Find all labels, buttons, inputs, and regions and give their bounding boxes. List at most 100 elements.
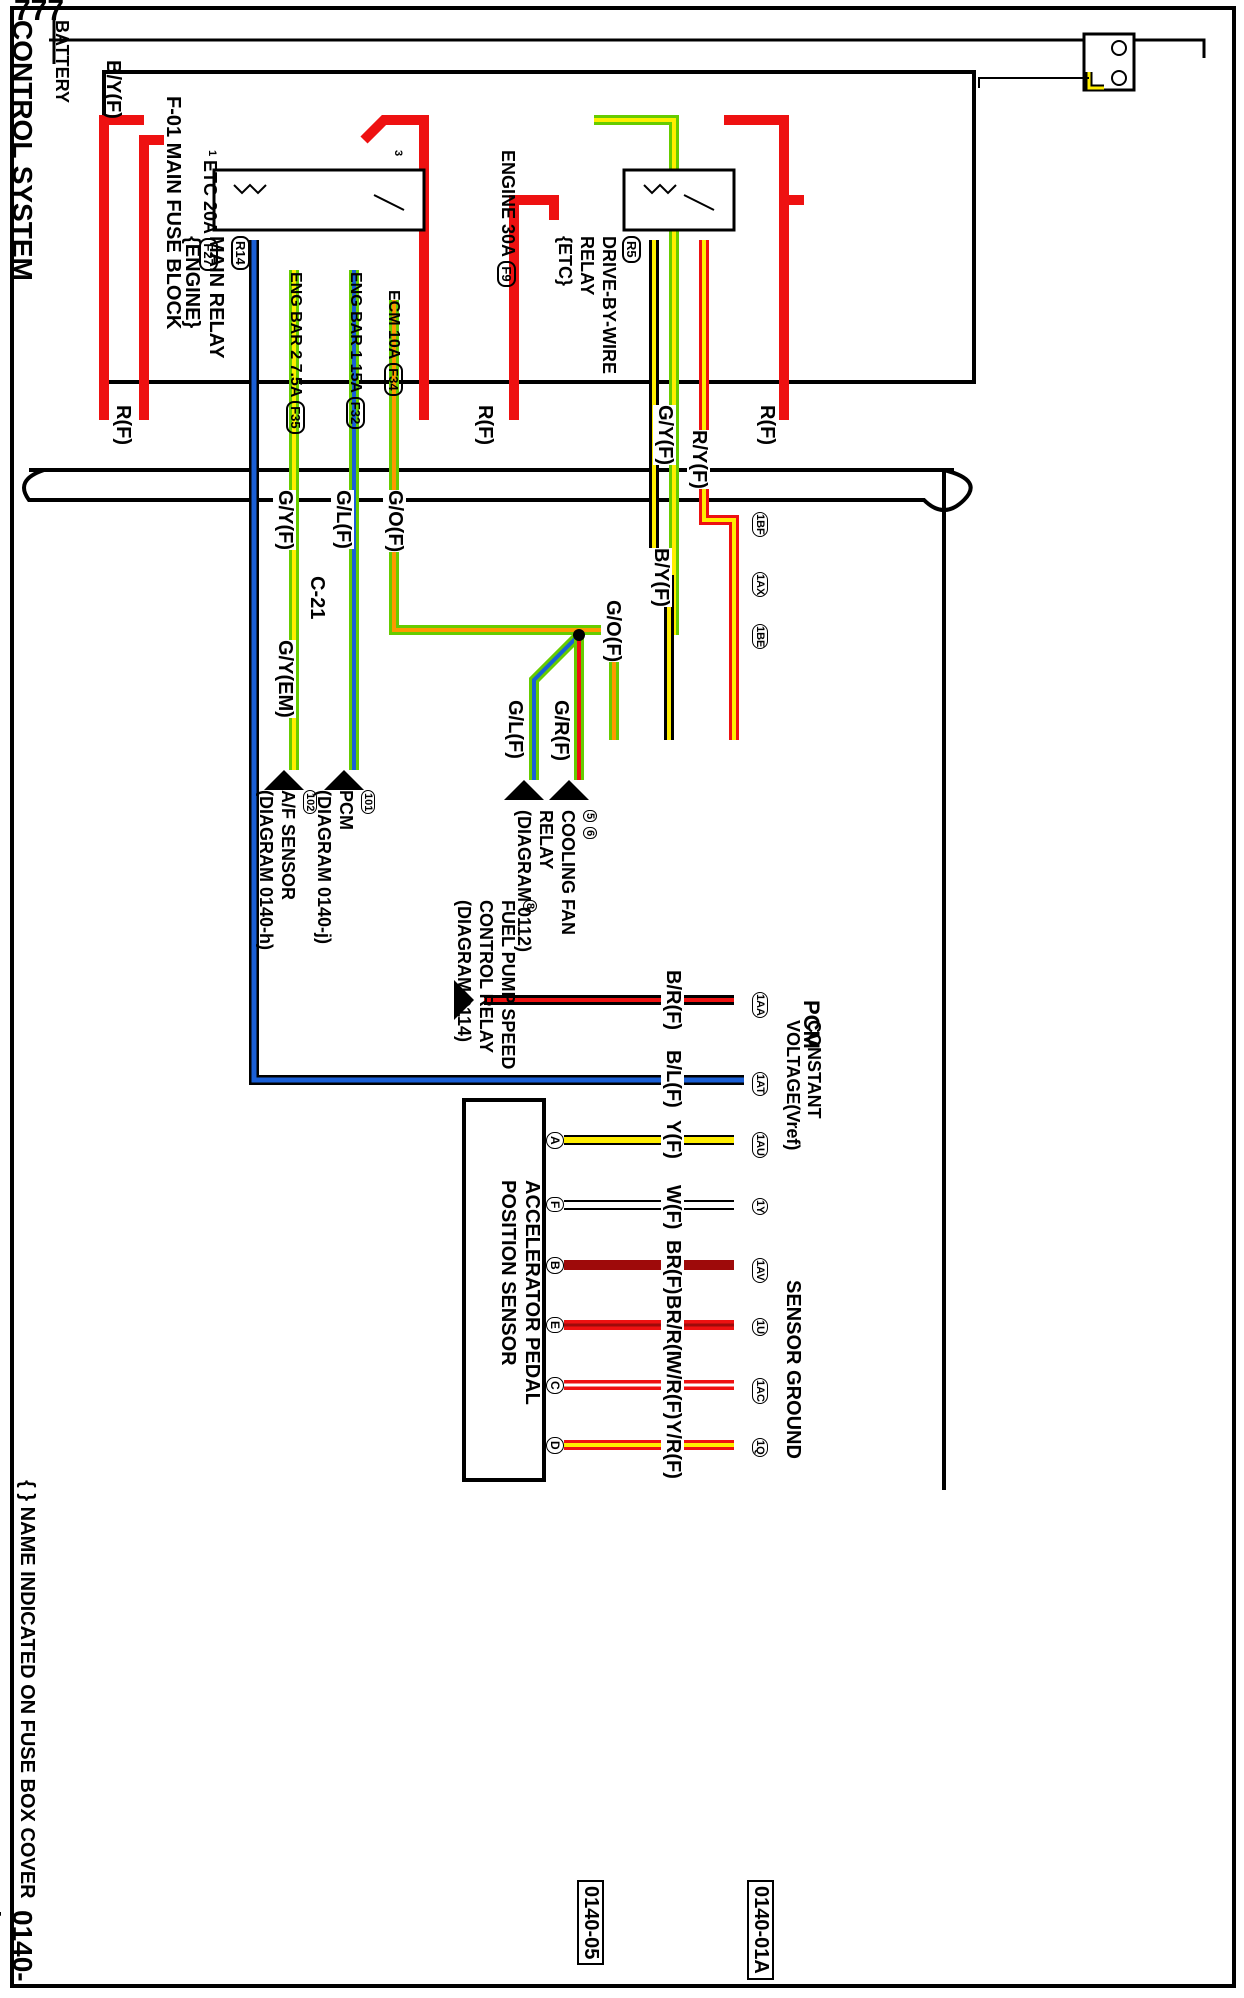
pcm-connector-body [22,468,973,512]
pcm-pin: 1AA [752,992,768,1019]
wire-yr: Y/R(F) [661,1420,684,1479]
dest-fp-line2: CONTROL RELAY [476,900,496,1054]
battery-line [52,20,1206,64]
pcm-sensor-ground: SENSOR GROUND [782,1280,804,1459]
fuse-eng-bar-2: ENG BAR 2 7.5A F35 [286,272,305,434]
dbw-relay-icon [622,168,736,232]
fuse-eng-bar-1-name: ENG BAR 1 15A [347,272,364,393]
wire-go-h: G/O(F) [601,600,624,663]
dest-fan-line1: COOLING FAN [558,810,578,935]
dest-af-line1: A/F SENSOR [278,790,298,901]
wire-wr: W/R(F) [661,1355,684,1420]
fuse-ecm-name: ECM 10A [385,290,402,359]
main-relay-line1: MAIN RELAY [205,236,227,359]
fuse-eng-bar-1: ENG BAR 1 15A F32 [346,272,365,430]
pcm-pin: 1Y [752,1198,768,1216]
fuse-etc-name: ETC 20A [200,160,220,234]
pcm-pin: 1AX [752,572,768,598]
fuse-eng-bar-1-id: F32 [346,396,365,430]
pcm-connector-id: 0140-01A [747,1880,774,1980]
dest-pcm-num: 101 [361,790,375,815]
pcm-pin: 1AU [752,1132,768,1159]
dest-fp-line1: FUEL PUMP SPEED [498,900,518,1070]
wire-y: Y(F) [661,1120,684,1159]
dbw-relay-id: R5 [622,236,641,263]
wire-ry: R/Y(F) [687,430,710,489]
app-sensor-line1: ACCELERATOR PEDAL [521,1180,543,1405]
fuse-eng-bar-2-id: F35 [286,401,305,434]
ground-ref-777: 777 [14,0,64,27]
dest-pcm-line1: PCM [336,790,356,830]
wire-gy-top: G/Y(F) [653,405,676,465]
app-sensor-label: ACCELERATOR PEDAL POSITION SENSOR [496,1180,544,1405]
fuse-engine: ENGINE 30A F9 [497,150,518,287]
dest-fuel-pump: 8 FUEL PUMP SPEED CONTROL RELAY (DIAGRAM… [453,900,544,1069]
wire-gl-fan: G/L(F) [503,700,526,759]
svg-text:777: 777 [14,0,64,27]
fuse-engine-name: ENGINE 30A [498,150,518,257]
red-wires [99,115,804,420]
pcm-pin: 1U [752,1318,768,1337]
app-pin: A [546,1132,564,1149]
connector-c21: C-21 [306,576,328,620]
wire-go-v: G/O(F) [383,490,406,553]
fuse-engine-id: F9 [497,261,516,287]
pcm-pin: 1AT [752,1072,768,1096]
main-relay-line2: {ENGINE} [181,236,203,329]
wire-br-fp: B/R(F) [661,970,684,1030]
pcm-pin: 1AC [752,1378,768,1405]
main-relay-id: R14 [231,236,250,270]
dbw-relay-line3: {ETC} [555,236,575,287]
wire-gyem: G/Y(EM) [273,640,296,718]
wire-w: W(F) [661,1185,684,1230]
battery-wire-label: B/Y(F) [102,60,124,119]
fuse-ecm-id: F34 [384,363,403,396]
app-pin: E [546,1317,564,1334]
pcm-pin: 1Q [752,1438,768,1457]
battery-label: BATTERY [52,20,72,103]
dest-pcm-line2: (DIAGRAM 0140-j) [314,790,334,945]
title-block: CONTROL SYSTEM [6,20,38,281]
main-relay-pin1: 1 [206,150,218,157]
pcm-constant-voltage: CONSTANT VOLTAGE(Vref) [783,1020,824,1151]
sensor-wires [564,1135,734,1450]
pcm-pin: 1BF [752,512,768,537]
app-pin: D [546,1437,564,1454]
battery-icon [1082,32,1136,92]
wire-r1: R(F) [111,405,134,445]
fuse-ecm: ECM 10A F34 [384,290,403,396]
app-connector-id: 0140-05 [577,1880,604,1966]
app-pin: B [546,1257,564,1274]
main-relay-label: R14 MAIN RELAY {ENGINE} [180,236,254,359]
wire-gr-fan: G/R(F) [549,700,572,762]
dest-fan-num-a: 5 [583,810,597,823]
fuse-box-note: { } NAME INDICATED ON FUSE BOX COVER [16,1480,38,1899]
pcm-pin: 1BE [752,624,768,650]
app-sensor-line2: POSITION SENSOR [497,1180,519,1366]
wire-bl: B/L(F) [661,1050,684,1108]
main-relay-icon [212,168,426,232]
dest-fan-num-b: 6 [583,827,597,840]
dbw-relay-label: R5 DRIVE-BY-WIRE RELAY {ETC} [554,236,644,374]
dest-af-line2: (DIAGRAM 0140-h) [256,790,276,951]
wire-r3: R(F) [755,405,778,445]
fuse-eng-bar-2-name: ENG BAR 2 7.5A [287,272,304,397]
pcm-pin: 1AV [752,1258,768,1283]
dest-fp-line3: (DIAGRAM 0114) [454,900,474,1043]
app-sensor-box [462,1098,546,1482]
dest-pcm: 101 PCM (DIAGRAM 0140-j) [313,790,382,944]
wire-gy-v: G/Y(F) [273,490,296,550]
dbw-relay-line1: DRIVE-BY-WIRE [599,236,619,375]
page-code: 0140-b [0,1910,38,1982]
dest-fp-num: 8 [523,900,537,913]
page-title: CONTROL SYSTEM [7,20,38,281]
app-pin: F [546,1197,564,1213]
wire-br: BR(F) [661,1240,684,1295]
wire-by: B/Y(F) [649,548,672,607]
wire-r2: R(F) [473,405,496,445]
page-border [10,6,1236,1988]
app-pin: C [546,1377,564,1394]
dbw-relay-line2: RELAY [577,236,597,296]
